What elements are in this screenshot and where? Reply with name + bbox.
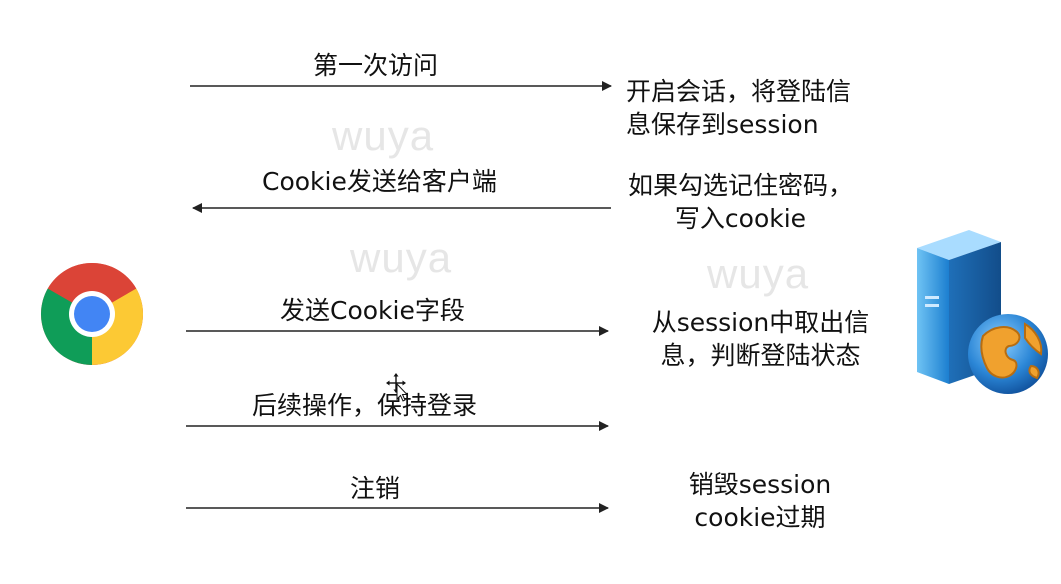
step-3-note: 从session中取出信 息，判断登陆状态 — [643, 306, 878, 372]
server-globe-icon — [917, 230, 1048, 394]
step-1-note-line-1: 开启会话，将登陆信 — [626, 77, 852, 106]
move-cursor-icon — [386, 373, 409, 402]
step-5-label: 注销 — [350, 474, 401, 503]
watermark-1: wuya — [332, 112, 435, 159]
step-1-label: 第一次访问 — [313, 51, 439, 80]
step-2-label: Cookie发送给客户端 — [262, 167, 497, 196]
step-5-note: 销毁session cookie过期 — [680, 468, 840, 534]
chrome-browser-icon — [40, 262, 144, 365]
step-2-note-line-1: 如果勾选记住密码， — [627, 171, 853, 200]
step-5-note-line-2: cookie过期 — [694, 503, 826, 532]
step-2-note-line-2: 写入cookie — [674, 204, 807, 233]
watermark-2: wuya — [350, 234, 453, 281]
step-1-note-line-2: 息保存到session — [626, 110, 819, 139]
step-3-note-line-1: 从session中取出信 — [651, 308, 870, 337]
step-3-label: 发送Cookie字段 — [280, 296, 465, 325]
step-2-note: 如果勾选记住密码， 写入cookie — [618, 169, 863, 235]
step-3-note-line-2: 息，判断登陆状态 — [660, 341, 861, 370]
step-1-note: 开启会话，将登陆信 息保存到session — [626, 75, 851, 141]
watermark-3: wuya — [707, 250, 810, 297]
step-4-label: 后续操作，保持登录 — [252, 391, 478, 420]
step-5-note-line-1: 销毁session — [688, 470, 832, 499]
